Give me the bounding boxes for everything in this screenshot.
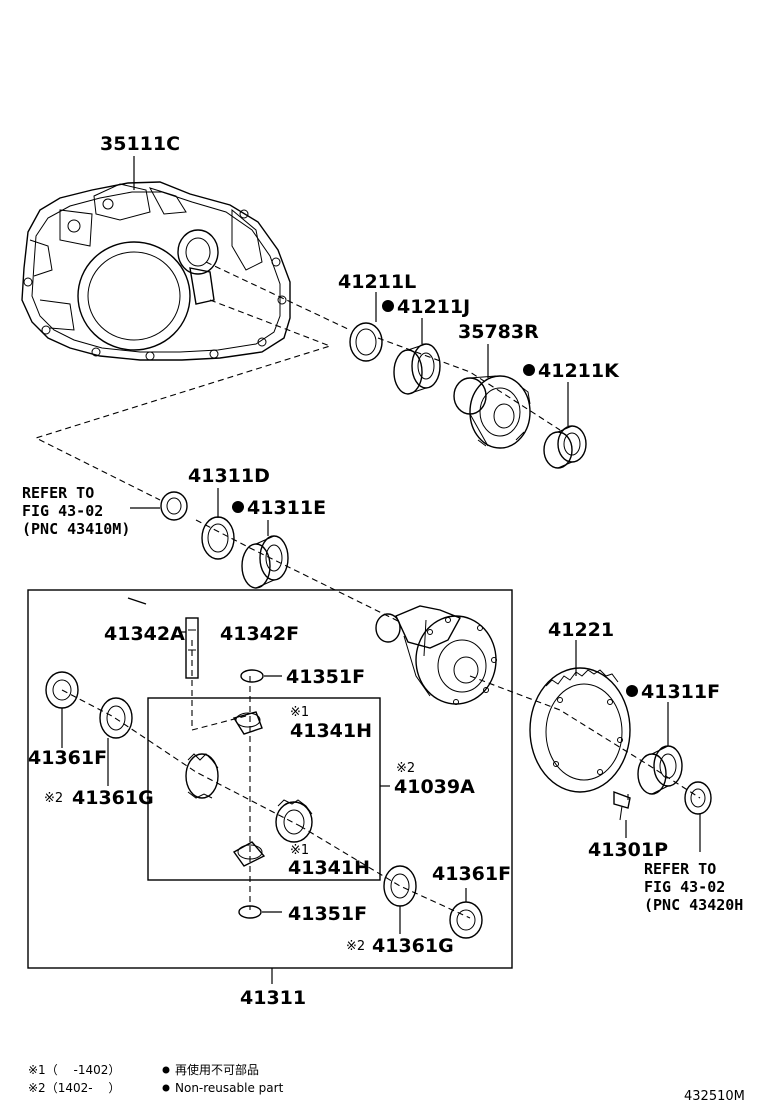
bolt-41301p: [613, 790, 631, 821]
label-41341h-bottom: 41341H: [288, 857, 370, 879]
bearing-41311f: [637, 745, 683, 795]
figure-number: 432510M: [684, 1089, 745, 1104]
non-reusable-dot: [626, 685, 638, 697]
oil-seal-ref-43420h: [684, 781, 712, 815]
ref-left-line1: REFER TO: [22, 484, 94, 502]
pin-41342a: [127, 597, 147, 605]
ref-left-line2: FIG 43-02: [22, 502, 103, 520]
label-41211j: 41211J: [397, 296, 470, 318]
label-41211l: 41211L: [338, 271, 416, 293]
leader-lines: [61, 156, 701, 984]
shim-41311d: [201, 516, 235, 560]
label-41351f-top: 41351F: [286, 666, 365, 688]
ref-right-line2: FIG 43-02: [644, 878, 725, 896]
ref-left-line3: (PNC 43410M): [22, 520, 130, 538]
differential-case: [375, 605, 497, 705]
pinion-35783r: [453, 375, 531, 449]
bearing-41211j: [393, 343, 441, 395]
legend-dot-1: [162, 1066, 170, 1074]
note2-mark-41039a: ※2: [396, 761, 415, 776]
note2-mark-left: ※2: [44, 791, 63, 806]
note2-mark-right: ※2: [346, 939, 365, 954]
label-41211k: 41211K: [538, 360, 620, 382]
label-41361f-right: 41361F: [432, 863, 511, 885]
pinion-gear-41341h-bottom: [232, 841, 266, 867]
ref-right-line3: (PNC 43420H: [644, 896, 743, 914]
ref-right-line1: REFER TO: [644, 860, 716, 878]
washer-41351f-bottom: [238, 905, 262, 919]
legend-row1-text: 再使用不可部品: [175, 1062, 259, 1077]
non-reusable-dot: [382, 300, 394, 312]
note1-mark-bottom: ※1: [290, 843, 309, 858]
ring-gear: [529, 667, 631, 793]
label-41361g-left: 41361G: [72, 787, 154, 809]
label-41311f: 41311F: [641, 681, 720, 703]
legend-dot-2: [162, 1084, 170, 1092]
legend-row2-mark: ※2（1402- ）: [28, 1081, 120, 1095]
thrust-washer-41361f-right: [449, 901, 483, 939]
non-reusable-dot: [523, 364, 535, 376]
assembly-box-41311: [27, 589, 513, 969]
note1-mark-top: ※1: [290, 705, 309, 720]
bearing-41211k: [543, 425, 587, 469]
label-41221: 41221: [548, 619, 614, 641]
bearing-41311e: [241, 535, 289, 589]
label-35783r: 35783R: [458, 321, 539, 343]
label-41361g-right: 41361G: [372, 935, 454, 957]
washer-41361g-left: [99, 697, 133, 739]
label-35111c: 35111C: [100, 133, 180, 155]
side-gear-right: [275, 799, 313, 843]
label-41342a: 41342A: [104, 623, 185, 645]
oil-seal-ref-43410m: [160, 491, 188, 521]
assembly-box-41039a: [147, 697, 381, 881]
label-41361f-left: 41361F: [28, 747, 107, 769]
oil-seal-41211l: [349, 322, 383, 362]
label-41311: 41311: [240, 987, 306, 1009]
transaxle-housing: [21, 181, 291, 361]
washer-41351f-top: [240, 669, 264, 683]
label-41341h-top: 41341H: [290, 720, 372, 742]
shaft-41342f: [185, 617, 199, 679]
pinion-gear-41341h-top: [232, 711, 263, 735]
label-41311d: 41311D: [188, 465, 270, 487]
label-41039a: 41039A: [394, 776, 475, 798]
label-41351f-bottom: 41351F: [288, 903, 367, 925]
legend-row2-text: Non-reusable part: [175, 1081, 284, 1095]
legend-row1-mark: ※1（ -1402）: [28, 1063, 120, 1077]
label-41311e: 41311E: [247, 497, 326, 519]
washer-41361g-right: [383, 865, 417, 907]
label-41301p: 41301P: [588, 839, 668, 861]
side-gear-left: [185, 753, 219, 799]
label-41342f: 41342F: [220, 623, 299, 645]
non-reusable-dot: [232, 501, 244, 513]
